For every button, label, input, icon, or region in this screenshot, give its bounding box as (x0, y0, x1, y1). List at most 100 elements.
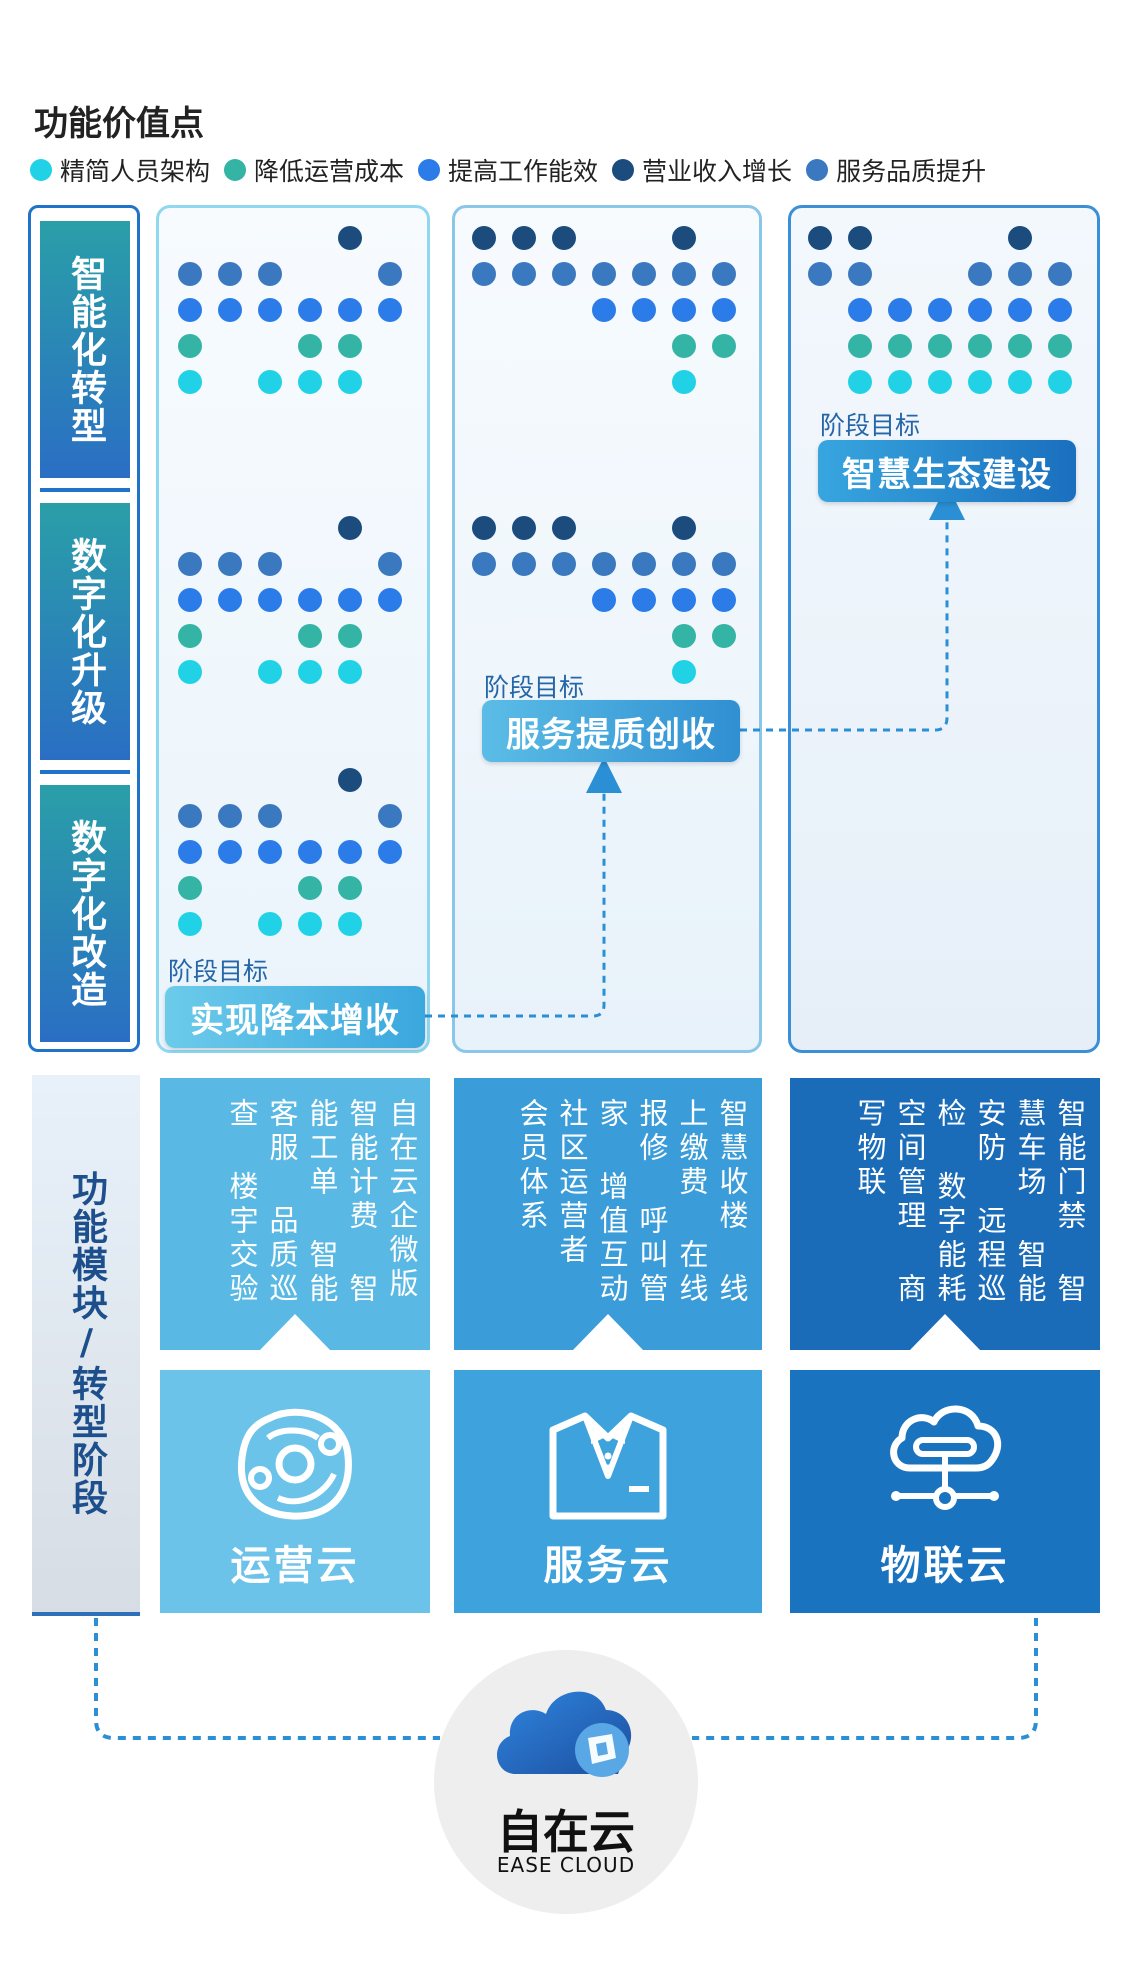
legend-dot (806, 159, 829, 181)
value-dot (218, 298, 242, 322)
function-item: 智能门禁 (1053, 1098, 1087, 1234)
value-dot (848, 334, 872, 358)
value-dot (218, 552, 242, 576)
modules-title-text: 功能模块/转型阶段 (66, 1170, 107, 1517)
function-item: 社区运营者 (555, 1098, 589, 1268)
module-functions-iot: 智能门禁 智慧车场 智能安防 远程巡检 数字能耗 空间管理 商写物联 (790, 1078, 1100, 1350)
value-dot (338, 768, 362, 792)
value-dot (338, 298, 362, 322)
value-dot (472, 226, 496, 250)
value-dot (1048, 298, 1072, 322)
module-iot-cloud: 物联云 (790, 1370, 1100, 1613)
row-label-intelligent-transformation: 智能化转型 (40, 221, 130, 478)
value-dot (258, 262, 282, 286)
legend-item: 提高工作能效 (418, 152, 598, 188)
value-dot (178, 552, 202, 576)
cloud-name: 服务云 (543, 1543, 673, 1589)
value-dot (258, 840, 282, 864)
row-label-frame (28, 205, 140, 1052)
value-dot (258, 660, 282, 684)
value-dot (338, 334, 362, 358)
planet-icon (237, 1408, 352, 1520)
value-dot (178, 370, 202, 394)
value-dot (672, 334, 696, 358)
value-dot (178, 876, 202, 900)
value-dot (1008, 334, 1032, 358)
value-dot (968, 334, 992, 358)
value-dot (178, 912, 202, 936)
value-dot (1048, 262, 1072, 286)
module-functions-service: 智慧收楼 线上缴费 在线报修 呼叫管家 增值互动 社区运营者 会员体系 (454, 1078, 762, 1350)
goal-caption: 阶段目标 (168, 957, 269, 986)
row-label-digital-renovation: 数字化改造 (40, 785, 130, 1042)
function-item: 商写物联 (853, 1098, 927, 1307)
goal-box-3: 智慧生态建设 (818, 440, 1076, 502)
cloud-network-icon (890, 1405, 1002, 1510)
legend-item: 降低运营成本 (224, 152, 404, 188)
value-dot (848, 370, 872, 394)
function-item: 在线报修 (635, 1098, 709, 1307)
value-dot (338, 370, 362, 394)
value-dot (298, 298, 322, 322)
value-dot (378, 588, 402, 612)
value-dot (672, 370, 696, 394)
legend-label: 降低运营成本 (254, 157, 405, 186)
legend-dot (224, 159, 247, 181)
value-dot (848, 262, 872, 286)
value-dot (178, 298, 202, 322)
value-dot (632, 588, 656, 612)
value-dot (378, 552, 402, 576)
legend-label: 精简人员架构 (60, 157, 211, 186)
value-dot (338, 226, 362, 250)
value-dot (298, 334, 322, 358)
value-dot (258, 804, 282, 828)
value-dot (632, 262, 656, 286)
panel-shape (454, 1370, 762, 1613)
panel-shape (160, 1370, 430, 1613)
value-dot (848, 226, 872, 250)
module-ops-cloud: 运营云 (160, 1370, 430, 1613)
function-item: 智能计费 (345, 1098, 379, 1234)
connector-arrow (425, 757, 622, 1018)
legend-dot (30, 159, 52, 181)
cloud-name: 物联云 (880, 1543, 1010, 1589)
value-dot (338, 840, 362, 864)
value-dot (1008, 298, 1032, 322)
value-dot (672, 516, 696, 540)
value-dot (928, 334, 952, 358)
value-dot (712, 334, 736, 358)
value-dot (258, 370, 282, 394)
value-dot (298, 840, 322, 864)
panel-notch-shape (454, 1078, 762, 1350)
value-dot (218, 840, 242, 864)
value-dot (298, 588, 322, 612)
value-dot (258, 912, 282, 936)
function-item: 智能工单 (305, 1098, 379, 1307)
module-functions-ops: 自在云企微版 智能计费 智能工单 智能客服 品质巡查 楼宇交验 (160, 1078, 430, 1350)
function-item: 智慧收楼 (715, 1098, 749, 1234)
function-item: 品质巡查 (225, 1098, 299, 1307)
connector-arrow (740, 484, 965, 732)
value-dot (512, 552, 536, 576)
value-dot (258, 298, 282, 322)
connector-line (692, 1618, 1038, 1740)
legend-item: 精简人员架构 (30, 152, 210, 188)
legend-dot (612, 159, 635, 181)
value-dot (1008, 370, 1032, 394)
value-dot (712, 298, 736, 322)
goal-box-1: 实现降本增收 (165, 986, 425, 1048)
value-dot (298, 660, 322, 684)
value-dot (632, 298, 656, 322)
value-dot (712, 624, 736, 648)
value-dot (712, 552, 736, 576)
function-item: 远程巡检 (933, 1098, 1007, 1307)
module-service-cloud: 服务云 (454, 1370, 762, 1613)
value-dot (178, 262, 202, 286)
value-dot (472, 552, 496, 576)
row-divider (40, 488, 130, 492)
value-dot (848, 298, 872, 322)
module-function-list: 智慧收楼 线上缴费 在线报修 呼叫管家 增值互动 社区运营者 会员体系 (468, 1098, 752, 1338)
value-dot (632, 552, 656, 576)
goal-caption: 阶段目标 (484, 673, 585, 702)
